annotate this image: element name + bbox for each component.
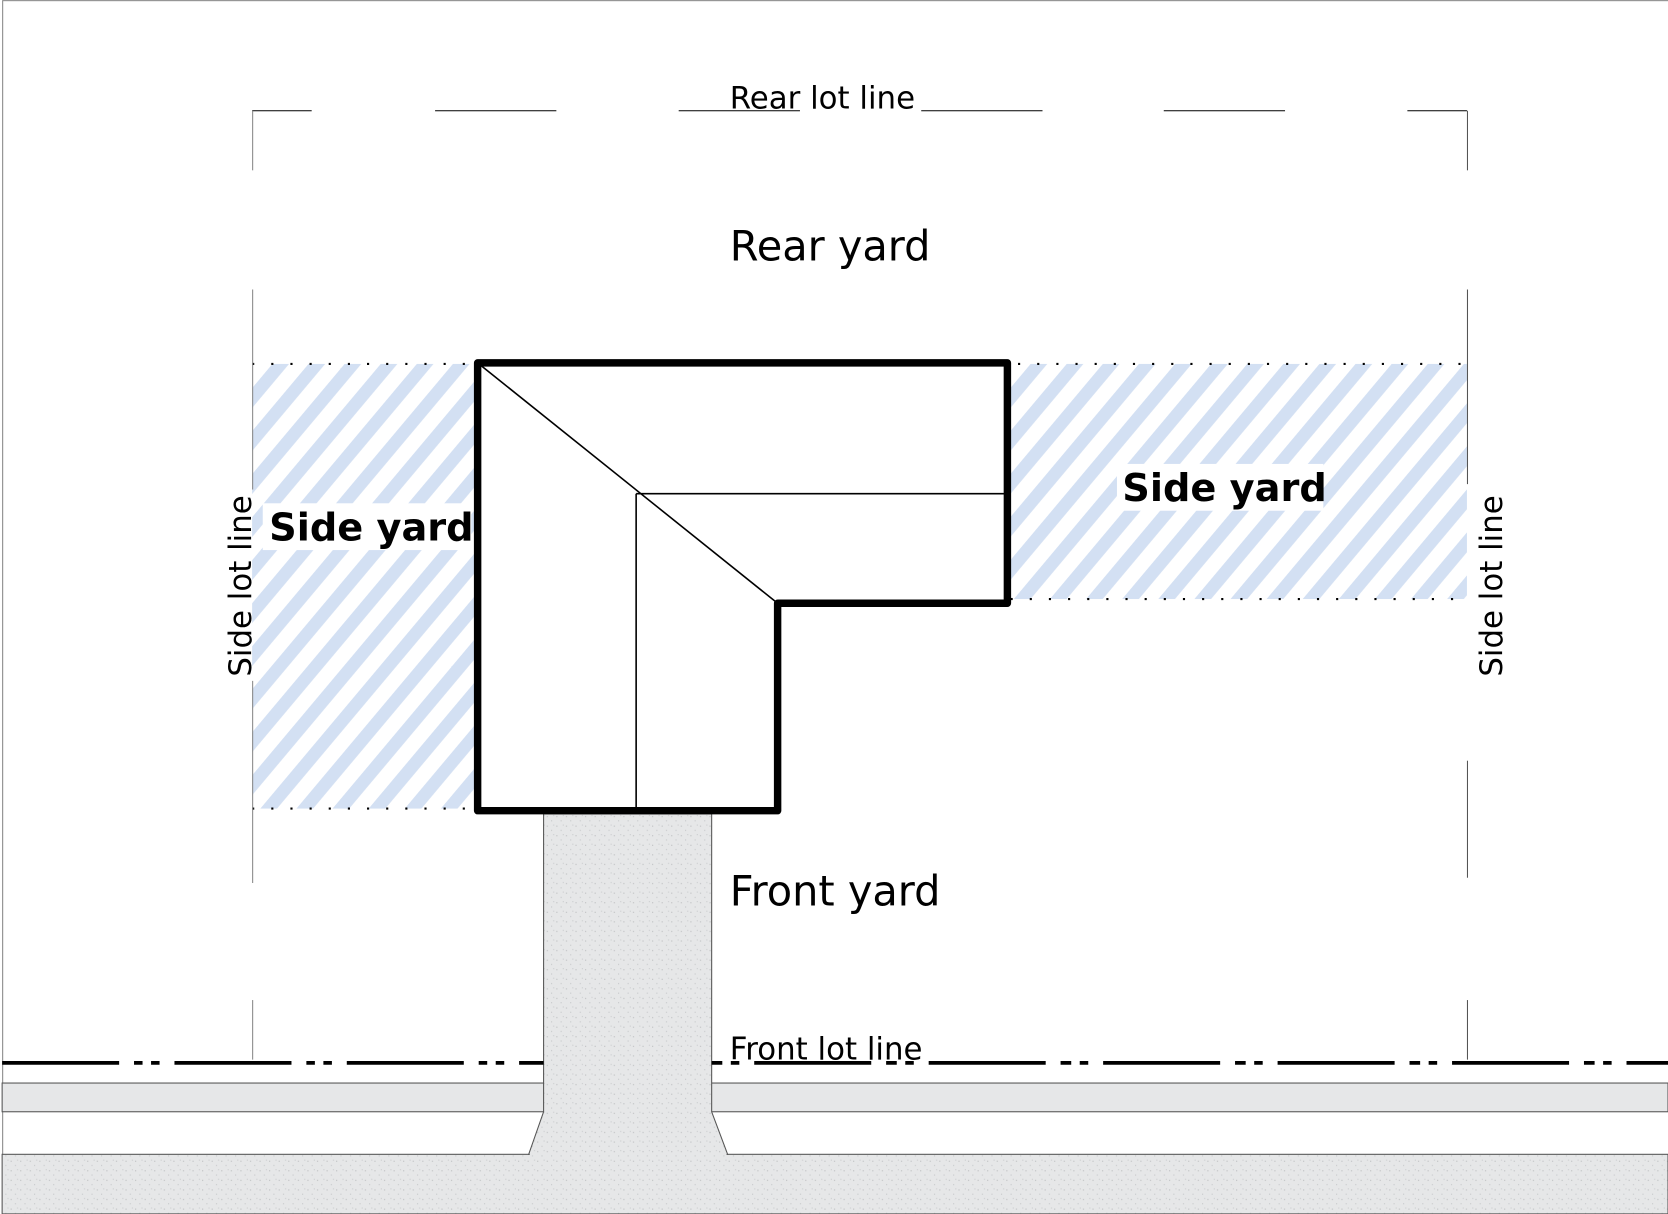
rear-yard-label: Rear yard [730, 222, 931, 271]
sidewalk [1, 1082, 1668, 1113]
side-lot-line-right-label: Side lot line [1474, 495, 1510, 676]
driveway [527, 813, 729, 1155]
front-lot-line-label: Front lot line [730, 1032, 923, 1068]
side-yard-left-label: Side yard [269, 506, 473, 551]
side-yard-left-area [252, 363, 478, 809]
side-yard-right-label: Side yard [1122, 466, 1326, 511]
street [1, 1153, 1668, 1214]
building-footprint [473, 359, 1012, 815]
front-yard-label: Front yard [730, 866, 941, 915]
rear-lot-line-label: Rear lot line [730, 81, 915, 117]
side-lot-line-left-label: Side lot line [223, 495, 259, 676]
